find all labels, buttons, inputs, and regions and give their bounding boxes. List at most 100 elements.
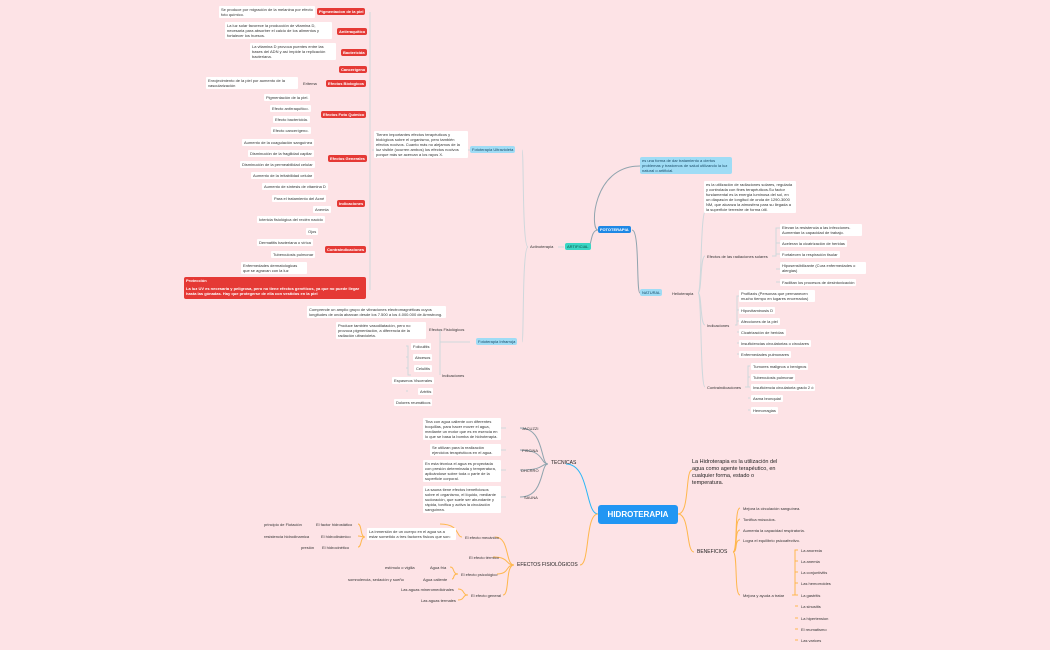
uv-item: Se produce por migración de la melanina … — [219, 6, 315, 18]
factor-sub: principio de Flotación — [264, 522, 302, 527]
uv-item: Tuberculosis pulmonar — [271, 251, 316, 258]
proteccion-title: Protección — [186, 278, 207, 283]
beneficio-item: Logra el equilibrio psicoafectivo. — [743, 538, 800, 543]
infrarroja-desc: Comprende un amplio grupo de vibraciones… — [307, 306, 446, 318]
factor-hidrodinamico[interactable]: El hidrodinámico — [321, 534, 351, 539]
uv-categoria[interactable]: Bactericida — [341, 49, 367, 56]
fototerapia-ultravioleta[interactable]: Fototerapia Ultravioleta — [470, 146, 516, 153]
efecto-psicologico[interactable]: El efecto psicológico — [461, 572, 498, 577]
helio-indicacion-item: Cicatrización de heridas — [739, 329, 786, 336]
mejora-item: La conjuntivitis — [801, 570, 828, 575]
uv-categoria[interactable]: Efectos Generales — [328, 155, 367, 162]
efecto-solar-item: Hiposensibilizante (Cura enfermedades o … — [780, 262, 866, 274]
uv-item: Ictericia fisiológica del recién nacido — [257, 216, 325, 223]
efecto-mecanico-desc: La inmersión de un cuerpo en el agua va … — [367, 528, 456, 540]
helio-contra-item: Insuficiencia circulatoria grado 2 ó — [751, 384, 816, 391]
tecnica-desc: La sauna tiene efectos beneficiosos sobr… — [423, 486, 501, 513]
infrarroja-efectos-desc: Produce también vasodilatación, pero no … — [336, 322, 426, 339]
uv-item: Aumento de la irritabilidad celular — [251, 172, 315, 179]
uv-item: La vitamina D provoca puentes entre las … — [250, 43, 336, 60]
mejora-item: La sinusitis — [801, 604, 821, 609]
efecto-termico[interactable]: El efecto térmico — [469, 555, 499, 560]
beneficio-item: Mejora la circulación sanguínea. — [743, 506, 801, 511]
beneficio-item: Tonifica músculos. — [743, 517, 776, 522]
helio-contraindicaciones-label[interactable]: Contraindicaciones — [707, 385, 742, 390]
uv-item: Disminución de la permeabilidad celular — [240, 161, 315, 168]
efecto-general-item: Las aguas termales — [421, 598, 456, 603]
uv-categoria[interactable]: Efectos Biologicos — [326, 80, 367, 87]
infrarroja-indicacion: Artritis — [418, 388, 434, 395]
uv-item: Efecto bactericida. — [273, 116, 310, 123]
efecto-solar-item: Aceleran la cicatrización de heridas — [780, 240, 847, 247]
ultravioleta-desc: Tienen importantes efectos terapéuticos … — [374, 131, 468, 158]
infrarroja-indicacion: Foliculitis — [411, 343, 432, 350]
helio-contra-item: Asma bronquial — [751, 395, 783, 402]
uv-item: Disminución de la fragilidad capilar — [248, 150, 314, 157]
helio-contra-item: Hemorragias — [751, 407, 778, 414]
tecnica-desc: Se utilizan para la realización ejercici… — [430, 444, 501, 456]
tecnica-desc: Tina con agua caliente con diferentes bo… — [423, 418, 501, 440]
uv-categoria[interactable]: Cancerígeno — [339, 66, 368, 73]
infrarroja-indicacion: Celulitis — [414, 365, 433, 372]
proteccion-desc: La luz UV es necesaria y peligrosa, pero… — [186, 286, 360, 296]
fototerapia-infrarroja[interactable]: Fototerapia Infrarroja — [476, 338, 518, 345]
factor-hidrocinetico[interactable]: El hidrocinético — [322, 545, 350, 550]
helio-indicaciones-label[interactable]: Indicaciones — [707, 323, 730, 328]
agua-fria-sub: estímulo o vigilia — [385, 565, 415, 570]
infrarroja-indicacion: Dolores reumáticos — [394, 399, 433, 406]
tecnica-desc: En esta técnica el agua es proyectada co… — [423, 460, 501, 482]
uv-item: La luz solar favorece la producción de v… — [225, 22, 332, 39]
branch-efectos-fisiologicos[interactable]: EFECTOS FISIOLÓGICOS — [517, 562, 578, 568]
fototerapia-natural[interactable]: NATURAL — [640, 289, 663, 296]
efecto-general[interactable]: El efecto general — [471, 593, 502, 598]
efecto-general-item: Las aguas mineromedicinales — [401, 587, 454, 592]
uv-item: Aumento de síntesis de vitamina D — [262, 183, 328, 190]
infrarroja-indicaciones-label[interactable]: Indicaciones — [442, 373, 465, 378]
uv-categoria[interactable]: Pigmentacion de la piel — [317, 8, 366, 15]
tecnica-label[interactable]: SAUNA — [524, 495, 538, 500]
helioterapia-label[interactable]: Helioterapia — [672, 291, 694, 296]
infrarroja-efectos-label[interactable]: Efectos Fisiológicos — [429, 327, 465, 332]
eritema-desc: Enrojecimiento de la piel por aumento de… — [206, 77, 298, 89]
uv-categoria[interactable]: Indicaciones — [337, 200, 366, 207]
agua-fria[interactable]: Agua fría — [430, 565, 447, 570]
uv-item: Anemia — [313, 206, 331, 213]
uv-categoria[interactable]: Contraindicaciones — [325, 246, 367, 253]
intro-definition: La Hidroterapia es la utilización del ag… — [692, 459, 778, 486]
root-topic-hidroterapia[interactable]: HIDROTERAPIA — [598, 505, 678, 524]
helio-contra-item: Tuberculosis pulmonar — [751, 374, 796, 381]
tecnica-label[interactable]: DHCRRO — [521, 468, 539, 473]
branch-beneficios[interactable]: BENEFICIOS — [697, 549, 728, 555]
tecnica-label[interactable]: JACUZZI — [522, 426, 539, 431]
uv-item: Aumento de la coagulación sanguínea — [242, 139, 315, 146]
efectos-solares-label[interactable]: Efectos de las radiaciones solares — [707, 254, 768, 259]
mejora-item: Las hemorroides — [801, 581, 831, 586]
helioterapia-definicion: es la utilización de radiaciones solares… — [704, 181, 796, 213]
efecto-mecanico[interactable]: El efecto mecánico — [465, 535, 499, 540]
helio-contra-item: Tumores malignos o benignos — [751, 363, 809, 370]
branch-fototerapia[interactable]: FOTOTERAPIA — [598, 226, 631, 233]
fototerapia-definicion: es una forma de dar tratamiento a cierto… — [640, 157, 732, 174]
beneficio-mejora-label[interactable]: Mejora y ayuda a tratar — [743, 593, 785, 598]
infrarroja-indicacion: Abcesos — [413, 354, 433, 361]
agua-caliente[interactable]: Agua caliente — [423, 577, 448, 582]
helio-indicacion-item: Afecciones de la piel — [739, 318, 780, 325]
mejora-item: La anemia — [801, 559, 820, 564]
helio-indicacion-item: Profilaxis (Personas que permanecen much… — [739, 290, 815, 302]
helio-indicacion-item: Insuficiencias circulatorias o circulare… — [739, 340, 812, 347]
uv-item: Para el tratamiento del Acné — [272, 195, 327, 202]
uv-item: Eritema — [303, 81, 317, 86]
beneficio-item: Aumenta la capacidad respiratoria. — [743, 528, 805, 533]
fototerapia-artificial[interactable]: ARTIFICIAL — [565, 243, 591, 250]
tecnica-label[interactable]: PISCINA — [522, 448, 539, 453]
factor-sub: resistencia hidrodinamica — [264, 534, 310, 539]
efecto-solar-item: Fortalecen la respiración tisular — [780, 251, 840, 258]
actinoterapia-label[interactable]: Actinoterapia — [530, 244, 554, 249]
uv-categoria[interactable]: Antirraquítico — [337, 28, 368, 35]
uv-categoria[interactable]: Efectos Foto Químico — [321, 111, 367, 118]
branch-tecnicas[interactable]: TECNICAS — [551, 460, 577, 466]
helio-indicacion-item: Enfermedades pulmonares — [739, 351, 792, 358]
factor-hidrostatico[interactable]: El factor hidrostático — [316, 522, 353, 527]
mejora-item: El reumatismo — [801, 627, 827, 632]
uv-item: Enfermedades dermatologicas que se agrav… — [241, 262, 307, 274]
